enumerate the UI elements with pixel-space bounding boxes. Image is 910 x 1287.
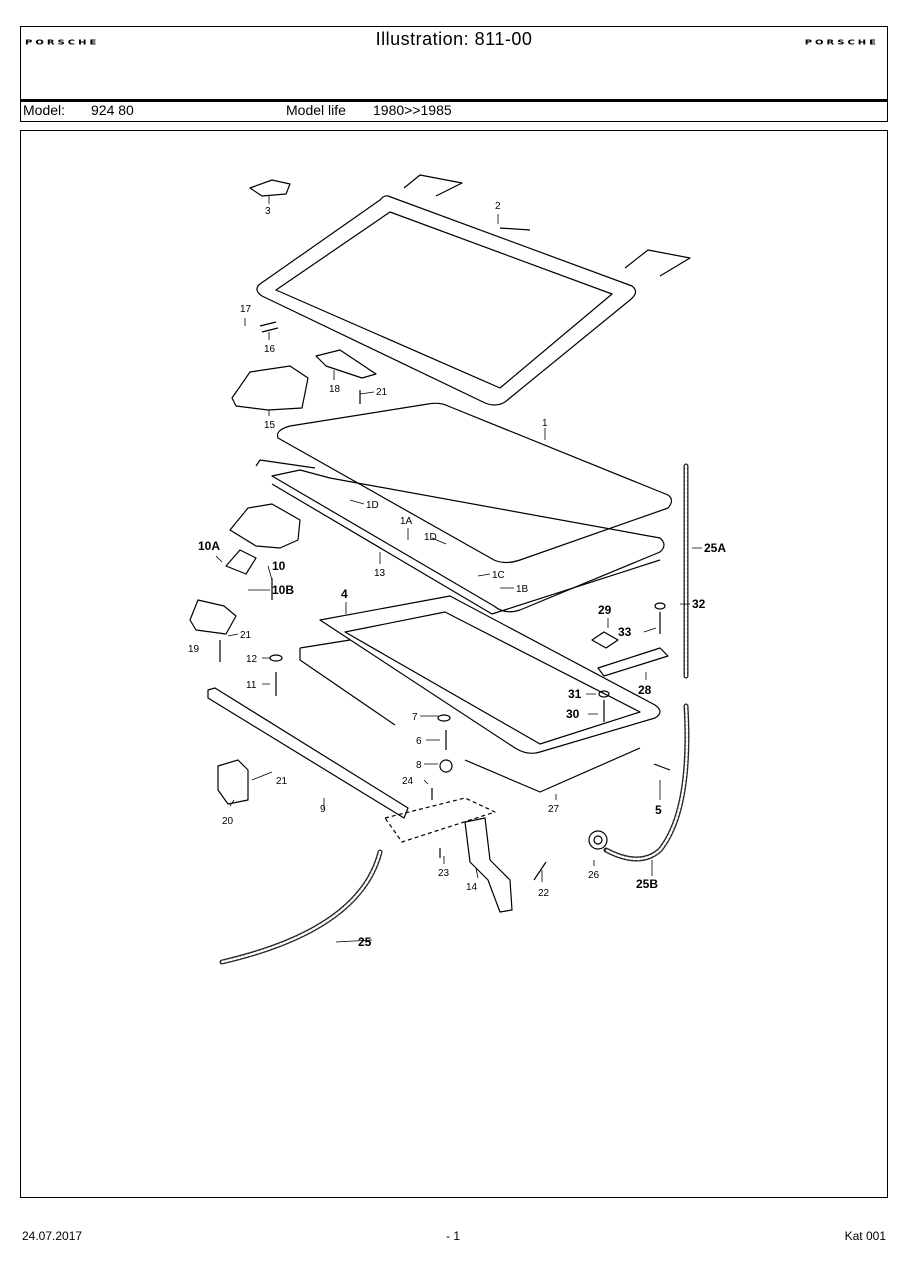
bracket-part-10A [225, 549, 257, 575]
callout-20: 20 [222, 816, 234, 827]
callout-21-a: 21 [376, 387, 388, 398]
hinge-part-14 [464, 817, 513, 913]
footer-page-number: - 1 [446, 1229, 461, 1243]
callout-1B: 1B [516, 584, 529, 595]
dashed-detail-box [384, 797, 496, 843]
seal-part-13 [255, 459, 665, 613]
callout-17: 17 [240, 304, 252, 315]
strap-part-28 [597, 647, 669, 677]
callout-30: 30 [566, 707, 580, 721]
callout-22: 22 [538, 888, 550, 899]
rod-part-27 [464, 747, 641, 793]
callout-1D-b: 1D [424, 532, 437, 543]
footer-date: 24.07.2017 [22, 1229, 83, 1243]
latch-part-15 [231, 365, 309, 411]
callout-32: 32 [692, 597, 706, 611]
callout-9: 9 [320, 804, 326, 815]
part-19 [189, 599, 237, 635]
callout-11: 11 [246, 680, 257, 691]
callout-27: 27 [548, 804, 560, 815]
footer-catalog: Kat 001 [844, 1229, 886, 1243]
callout-24: 24 [402, 776, 414, 787]
page-title: Illustration: 811-00 [375, 29, 533, 49]
model-label: Model: [23, 102, 66, 118]
callout-28: 28 [638, 683, 652, 697]
callout-4: 4 [341, 587, 348, 601]
callout-23: 23 [438, 868, 450, 879]
callout-25B: 25B [636, 877, 658, 891]
callout-10A: 10A [198, 539, 220, 553]
porsche-logo-right: PORSCHE [804, 38, 879, 47]
handle-part-18 [315, 349, 377, 379]
model-life-value: 1980>>1985 [373, 102, 452, 118]
screws [219, 321, 671, 881]
callout-16: 16 [264, 344, 276, 355]
glass-panel-1 [276, 402, 673, 564]
hose-25 [219, 849, 383, 965]
callout-13: 13 [374, 568, 386, 579]
callout-3: 3 [265, 206, 271, 217]
callout-1A: 1A [400, 516, 413, 527]
callout-8: 8 [416, 760, 422, 771]
rail-part-9 [207, 687, 409, 819]
callout-25: 25 [358, 935, 372, 949]
plate-part-29 [591, 631, 619, 649]
callout-29: 29 [598, 603, 612, 617]
illustration-frame [20, 130, 888, 1198]
callout-33: 33 [618, 625, 632, 639]
header-box: PORSCHE Illustration: 811-00 PORSCHE Mod… [20, 26, 888, 122]
callout-1C: 1C [492, 570, 505, 581]
callout-1: 1 [542, 418, 548, 429]
part-20 [217, 759, 249, 805]
model-life-label: Model life [286, 102, 346, 118]
callout-2: 2 [495, 201, 501, 212]
callout-6: 6 [416, 736, 422, 747]
header-divider [21, 99, 887, 102]
callout-5: 5 [655, 803, 662, 817]
inner-frame-4 [319, 595, 661, 754]
callout-1D-a: 1D [366, 500, 379, 511]
callout-10: 10 [272, 559, 286, 573]
callout-15: 15 [264, 420, 276, 431]
nut-part-8 [439, 759, 453, 773]
callout-21-c: 21 [276, 776, 288, 787]
callout-26: 26 [588, 870, 600, 881]
model-row: Model: 924 80 Model life 1980>>1985 [21, 102, 887, 122]
callout-31: 31 [568, 687, 582, 701]
bracket-part-10 [229, 503, 301, 549]
callout-21-b: 21 [240, 630, 252, 641]
callout-25A: 25A [704, 541, 726, 555]
callout-19: 19 [188, 644, 200, 655]
callout-14: 14 [466, 882, 478, 893]
frame-part-2 [256, 174, 691, 406]
porsche-logo-left: PORSCHE [25, 38, 100, 47]
callout-7: 7 [412, 712, 418, 723]
clip-part-3 [249, 179, 291, 197]
callout-10B: 10B [272, 583, 294, 597]
grommet-part-26 [588, 830, 608, 850]
callout-12: 12 [246, 654, 258, 665]
model-value: 924 80 [91, 102, 134, 118]
callout-18: 18 [329, 384, 341, 395]
